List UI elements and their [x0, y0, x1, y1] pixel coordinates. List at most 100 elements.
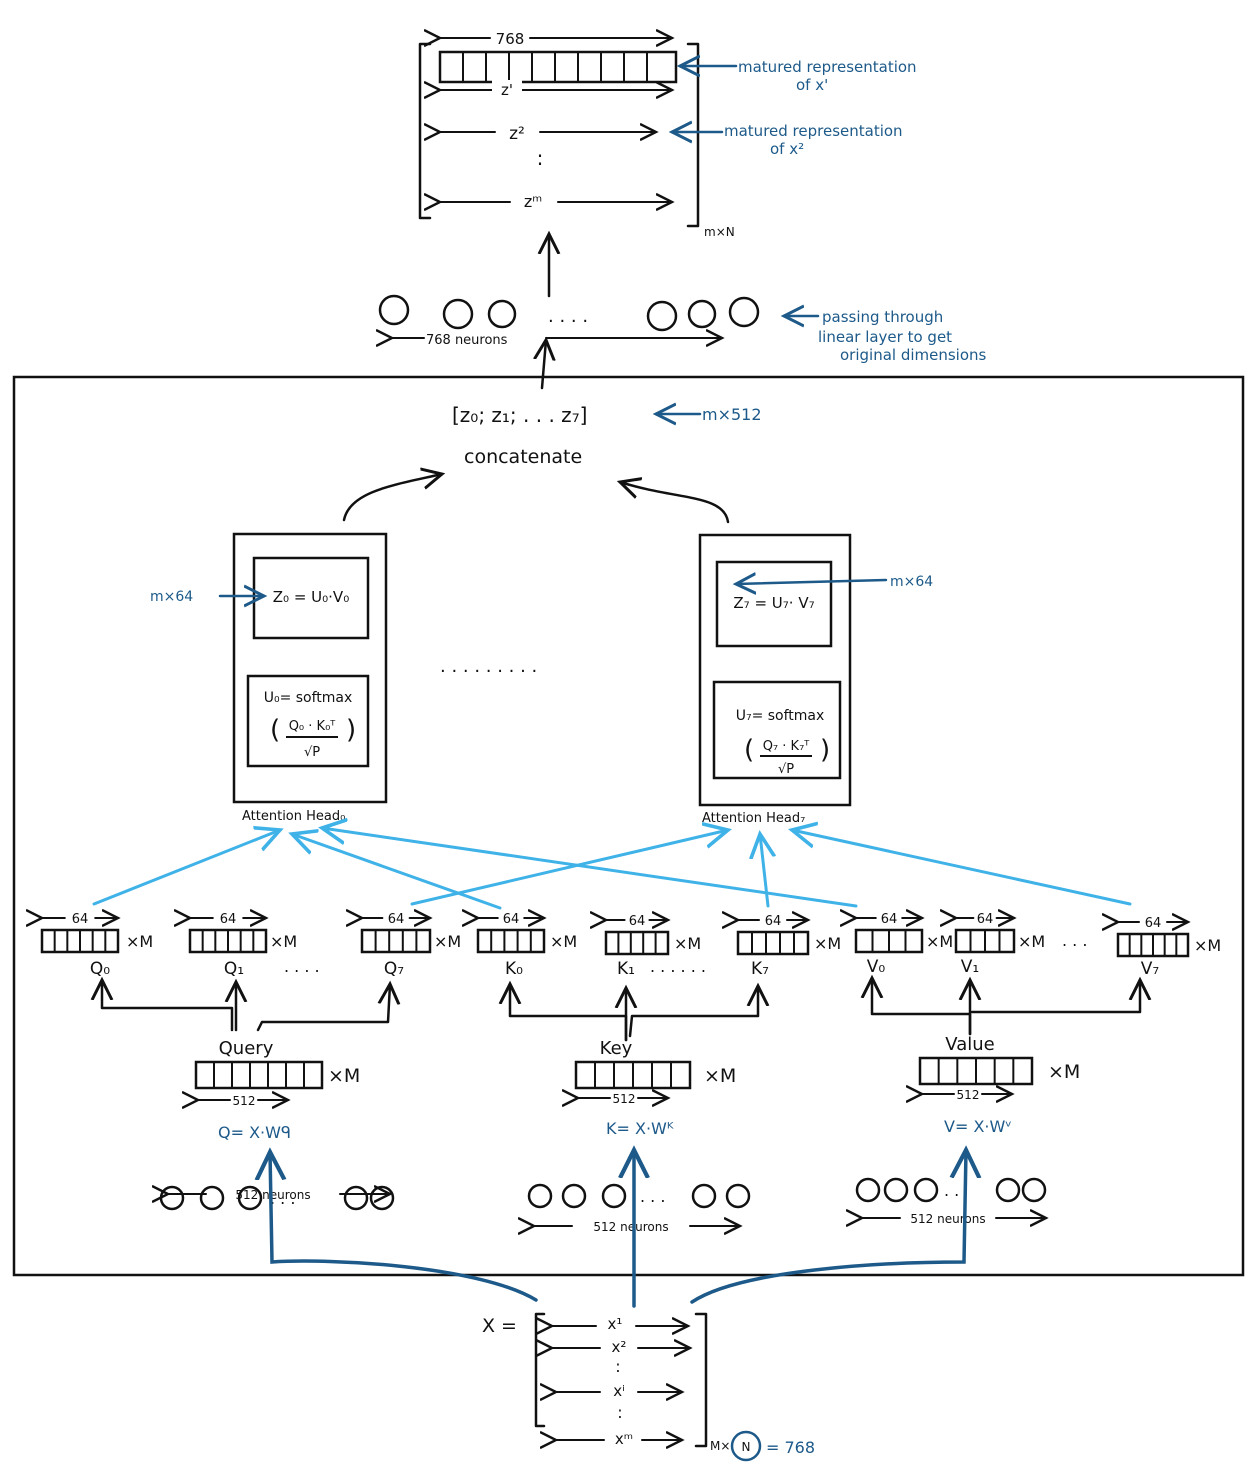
linear-dots: . . . . [548, 306, 588, 327]
split-name: Q₁ [224, 959, 244, 979]
split-vector-1: 64 ×M Q₁ [190, 912, 297, 979]
output-bracket-left [418, 42, 432, 220]
neuron [995, 1177, 1021, 1203]
input-bracket-left [534, 1312, 546, 1428]
split-name: K₀ [505, 959, 523, 979]
split-vector-8: 64×MV₇ [1118, 916, 1221, 979]
neurons-label: 512 neurons [910, 1212, 985, 1226]
linear-note-line3: original dimensions [840, 346, 987, 364]
neuron [725, 1183, 751, 1209]
projection-times: ×M [704, 1065, 736, 1087]
split-times: ×M [126, 932, 153, 951]
neuron [883, 1177, 909, 1203]
head7-u-num: Q₇ · K₇ᵀ [763, 739, 811, 754]
concat-shape: m×512 [702, 405, 762, 424]
split-times: ×M [674, 934, 701, 953]
concat-to-linear-arrow [542, 340, 546, 390]
head7-u-box [712, 680, 842, 780]
concat-label: concatenate [464, 446, 582, 468]
split-vector-7: 64×MV₁ [956, 912, 1045, 977]
projection-times: ×M [1048, 1061, 1080, 1083]
q7-to-head7-arrow [410, 830, 728, 906]
input-arrows [270, 1150, 966, 1308]
neuron [561, 1183, 587, 1209]
neuron [369, 1185, 395, 1211]
projection-formula: K= X·Wᴷ [606, 1119, 674, 1138]
xm-label: xᵐ [615, 1430, 633, 1448]
split-times: ×M [550, 932, 577, 951]
head7-z-formula: Z₇ = U₇· V₇ [733, 594, 814, 612]
split-times: ×M [814, 934, 841, 953]
split-name: V₇ [1141, 959, 1160, 979]
split-name: V₀ [867, 957, 886, 977]
projection-name: Key [600, 1038, 633, 1059]
split-vector-box [360, 928, 432, 954]
projection-name: Query [219, 1038, 274, 1059]
projection-name: Value [945, 1034, 994, 1055]
xi-label: xⁱ [613, 1382, 625, 1400]
output-bracket-right [686, 42, 700, 228]
head7-z-box [715, 560, 833, 648]
projection-dim-label: 512 [613, 1092, 636, 1106]
neuron-dots: . . . [640, 1187, 665, 1206]
output-matrix: 768 z' z² : zᵐ m×N [418, 30, 735, 239]
output-dim-label: 768 [496, 30, 525, 48]
split-times: ×M [1018, 932, 1045, 951]
z1-label: z' [501, 81, 513, 99]
head0-u-den: √P [304, 745, 320, 760]
neuron-dots: . . [944, 1181, 959, 1200]
neuron [199, 1185, 225, 1211]
neuron [646, 300, 678, 332]
split-times: ×M [926, 932, 953, 951]
input-vdots: : [615, 1357, 620, 1376]
head0-to-concat-arrow [342, 474, 442, 522]
note2-line1: matured representation [724, 122, 903, 140]
split-vector-6: 64×MV₀ [856, 912, 953, 977]
neuron-dots: . . . [270, 1189, 295, 1208]
v7-to-head7-arrow [792, 830, 1132, 906]
x-to-query-arrow [270, 1152, 538, 1302]
v-split-dots: . . . [1062, 931, 1087, 950]
input-matrix: X = x¹ x² : xⁱ : xᵐ M× N = 768 [482, 1312, 815, 1462]
head0-u-box [246, 674, 370, 768]
concat-expression: [z₀; z₁; . . . z₇] [452, 403, 588, 427]
head0-u-num: Q₀ · K₀ᵀ [289, 719, 337, 734]
head0-u-line1: U₀= softmax [264, 690, 353, 706]
linear-layer: . . . . 768 neurons [380, 294, 760, 348]
k7-to-head7-arrow [760, 834, 768, 908]
x1-label: x¹ [608, 1315, 623, 1333]
input-n-circle [730, 1430, 762, 1462]
split-name: Q₇ [384, 959, 404, 979]
projection-formula: V= X·Wᵛ [944, 1117, 1012, 1136]
x-to-value-arrow [690, 1150, 966, 1304]
linear-label: 768 neurons [426, 333, 508, 348]
note1-line2: of x' [796, 76, 828, 94]
split-vector-box [604, 930, 670, 956]
projection-dim-label: 512 [233, 1094, 256, 1108]
split-vectors: 64×MQ₀64×MQ₁64×MQ₇64×MK₀64×MK₁64×MK₇64×M… [42, 912, 1221, 979]
split-times: ×M [270, 932, 297, 951]
q-split-dots: . . . . [284, 957, 320, 976]
input-vdots-2: : [617, 1403, 622, 1422]
neuron [691, 1183, 717, 1209]
head7-u-den: √P [778, 762, 794, 777]
split-dim-label: 64 [220, 912, 237, 927]
projection-times: ×M [328, 1065, 360, 1087]
head7-box [698, 533, 852, 807]
heads-dots: . . . . . . . . . [440, 656, 537, 677]
split-vector-3: 64×MK₀ [478, 912, 577, 979]
head0-box [232, 532, 388, 804]
k0-to-head0-arrow [292, 834, 502, 910]
head0-paren-close: ) [346, 715, 356, 745]
z2-label: z² [509, 124, 525, 144]
attention-head-7: Z₇ = U₇· V₇ U₇= softmax ( ) Q₇ · K₇ᵀ √P … [698, 533, 852, 826]
multi-head-attention-block [12, 375, 1245, 1277]
split-vector-box [476, 928, 546, 954]
neurons-label: 512 neurons [235, 1188, 310, 1202]
split-name: V₁ [961, 957, 979, 977]
input-bracket-right [694, 1312, 708, 1448]
split-connectors [102, 978, 1140, 1042]
note2-line2: of x² [770, 140, 804, 158]
split-name: K₇ [751, 959, 769, 979]
